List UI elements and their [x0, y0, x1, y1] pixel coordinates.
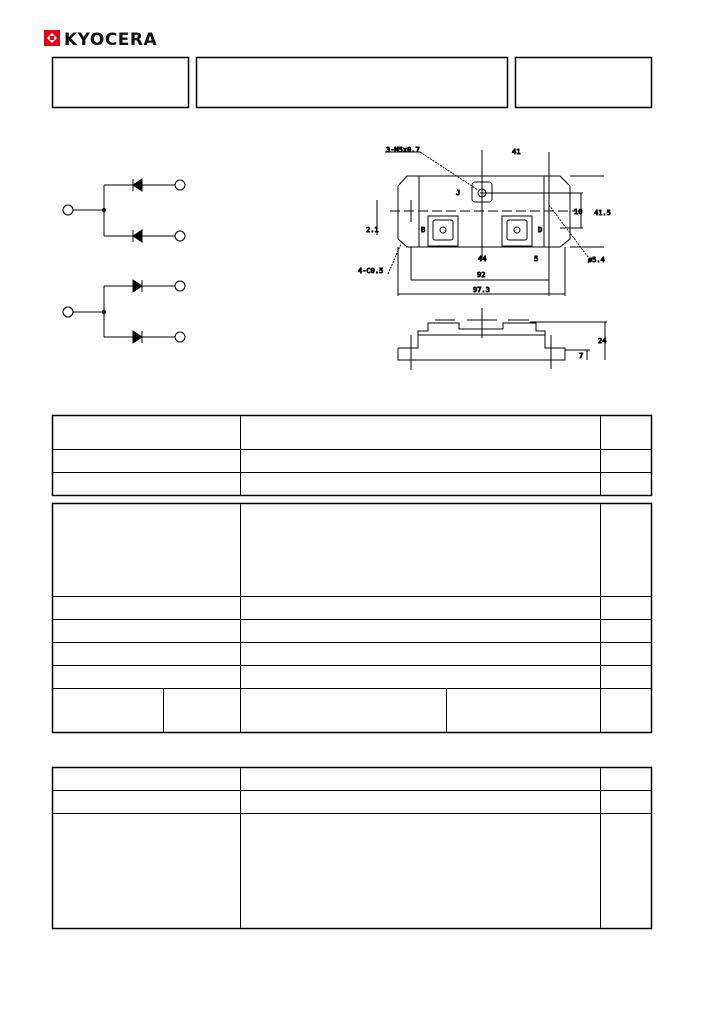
table-1: [51, 414, 653, 497]
diode-icon: [132, 330, 143, 344]
table-3: [51, 766, 653, 930]
dim-right-term-label: D: [538, 226, 542, 234]
dim-left-height-label: 2.1: [366, 226, 379, 234]
outline-side-view: 24 7: [397, 308, 607, 370]
table-2: [51, 502, 653, 734]
dim-base-height-label: 7: [579, 352, 583, 360]
kyocera-logo: KYOCERA: [44, 30, 158, 50]
circuit-diagram-2: [62, 279, 186, 344]
dim-center-label: 44: [478, 255, 486, 263]
diode-icon: [132, 178, 143, 192]
circuit-diagram-1: [62, 178, 186, 243]
logo-text: KYOCERA: [64, 30, 158, 50]
dim-hole-label: ø5.4: [588, 256, 605, 264]
diode-icon: [132, 279, 143, 293]
dim-thread-label: 3-M5x0.7: [386, 146, 420, 154]
header-box-type: [514, 56, 653, 109]
dim-width-top-label: 41: [512, 148, 520, 156]
dim-side-label: 5: [534, 255, 538, 263]
dim-terminal-label: J: [456, 189, 460, 197]
diode-icon: [132, 229, 143, 243]
dim-left-term-label: B: [421, 226, 425, 234]
dim-side-height-label: 24: [598, 337, 606, 345]
dim-height-label: 41.5: [594, 209, 611, 217]
outline-top-view: 3-M5x0.7 41 J 10 41.5 2.1 B D 44 5 ø5.4 …: [358, 146, 611, 296]
header-box-part-number: [51, 56, 190, 109]
logo-mark-icon: [44, 30, 60, 46]
dim-inner-width-label: 92: [477, 271, 485, 279]
dim-pitch-label: 10: [574, 208, 582, 216]
dim-mount-label: 4-C0.5: [358, 267, 383, 275]
header-box-title: [195, 56, 509, 109]
dim-overall-width-label: 97.3: [473, 286, 490, 294]
